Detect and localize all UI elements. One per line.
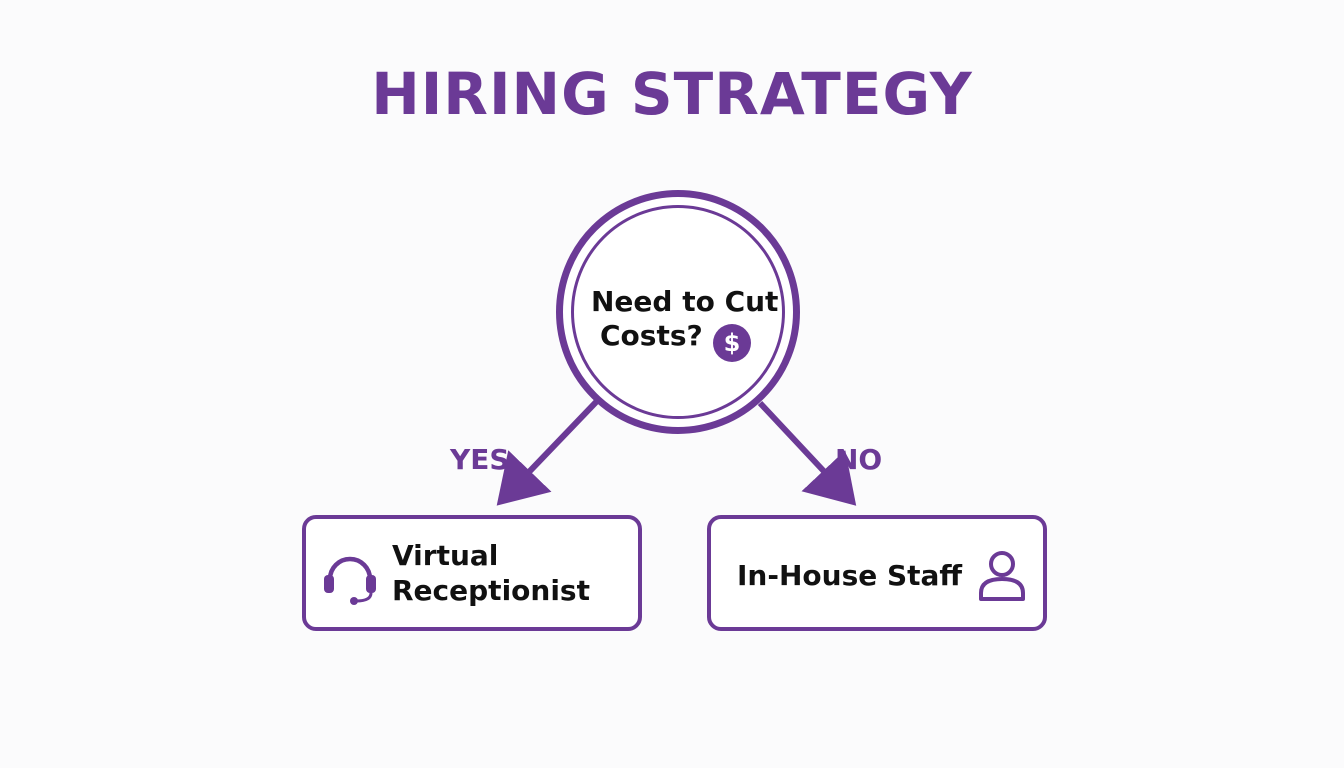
- no-label: NO: [835, 443, 883, 476]
- outcome-right-label: In-House Staff: [737, 559, 963, 592]
- dollar-icon: $: [713, 324, 751, 362]
- decision-node: Need to Cut Costs? $: [556, 190, 800, 434]
- outcome-in-house-staff: In-House Staff: [707, 515, 1047, 631]
- outcome-left-line-2: Receptionist: [392, 574, 590, 607]
- decision-question-line-2: Costs?: [600, 319, 703, 352]
- headset-icon: [320, 549, 380, 607]
- outcome-virtual-receptionist: Virtual Receptionist: [302, 515, 642, 631]
- diagram-title: HIRING STRATEGY: [371, 60, 973, 128]
- user-icon: [977, 549, 1027, 603]
- outcome-left-line-1: Virtual: [392, 539, 499, 572]
- yes-label: YES: [450, 443, 510, 476]
- no-arrow: [757, 400, 857, 506]
- decision-question-line-1: Need to Cut: [591, 285, 779, 318]
- decision-node-inner-ring: [571, 205, 785, 419]
- yes-arrow: [496, 397, 601, 506]
